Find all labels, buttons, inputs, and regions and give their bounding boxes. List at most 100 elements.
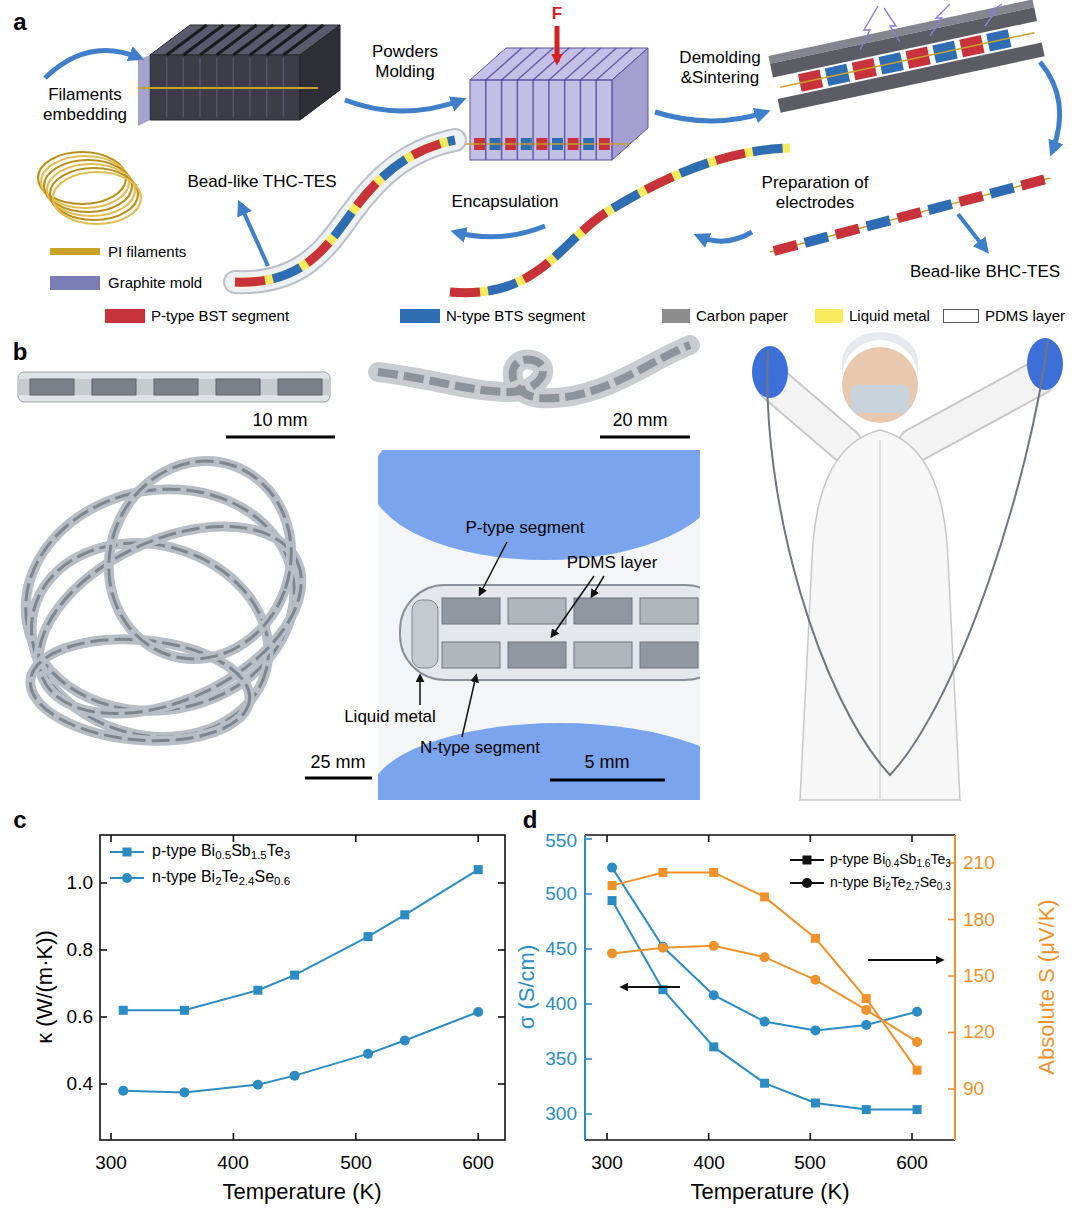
circle-marker <box>473 1007 483 1017</box>
coat-seam <box>879 440 881 800</box>
carbon-paper <box>770 7 1037 77</box>
circle-marker <box>760 1017 770 1027</box>
device-label: Bead-like BHC-TES <box>910 262 1060 282</box>
formula-part: n-type Bi <box>152 868 215 885</box>
mold-plate <box>595 80 597 160</box>
circle-marker <box>607 863 617 873</box>
process-arrow <box>868 959 942 961</box>
legend-swatch <box>50 248 100 255</box>
square-marker <box>658 868 667 877</box>
step-label: Powders Molding <box>365 42 445 81</box>
circle-marker <box>861 1020 871 1030</box>
scale-bar-label: 5 mm <box>585 752 630 773</box>
legend-text: n-type Bi2Te2.4Se0.6 <box>152 868 290 889</box>
pdms-tube <box>235 140 455 282</box>
formula-part: 0.6 <box>274 875 290 887</box>
scale-bar-label: 20 mm <box>612 410 667 431</box>
tick-mark <box>585 838 592 840</box>
formula-part: Sb <box>231 842 251 859</box>
axis-title: Absolute S (μV/K) <box>1034 899 1059 1074</box>
filament-coil <box>50 168 138 220</box>
tick-label: 500 <box>794 1152 826 1174</box>
thermoelectric-bead <box>1020 175 1046 191</box>
force-label: F <box>552 4 562 24</box>
glove <box>378 450 700 560</box>
circle-marker <box>810 975 820 985</box>
tick-label: 90 <box>963 1078 984 1100</box>
tick-label: 0.8 <box>67 939 93 961</box>
mold-plate <box>532 80 534 160</box>
circle-marker <box>607 948 617 958</box>
chart-c <box>100 835 505 1140</box>
axis-title: Temperature (K) <box>691 1179 850 1204</box>
circle-marker <box>122 873 132 883</box>
process-arrow <box>698 232 752 241</box>
lab-coat <box>800 430 960 800</box>
formula-part: Te <box>891 874 906 890</box>
thermoelectric-bead <box>927 199 953 215</box>
mold-plate <box>596 48 632 80</box>
formula-part: Te <box>930 851 945 867</box>
data-line <box>612 872 917 1070</box>
step-label: Encapsulation <box>452 192 559 212</box>
plot-frame <box>100 835 505 1140</box>
pdms-tube <box>235 140 455 282</box>
plot-frame <box>585 1139 955 1141</box>
square-marker <box>253 986 262 995</box>
formula-part: 2 <box>215 875 221 887</box>
thermoelectric-segment <box>278 379 322 395</box>
circle-marker <box>802 878 812 888</box>
formula-part: Te <box>267 842 284 859</box>
callout-label: P-type segment <box>465 518 584 538</box>
tick-label: 300 <box>545 1103 577 1125</box>
closeup-photo <box>378 450 700 800</box>
thermoelectric-segment <box>30 379 74 395</box>
device-tube <box>18 372 330 402</box>
tick-label: 400 <box>545 993 577 1015</box>
process-arrow <box>45 50 140 78</box>
formula-part: 1.6 <box>916 858 930 869</box>
thermoelectric-bead <box>834 224 860 240</box>
mold-plate <box>517 80 519 160</box>
tick-mark <box>708 835 710 842</box>
arm <box>915 378 1038 445</box>
tick-label: 0.6 <box>67 1006 93 1028</box>
circle-marker <box>290 1071 300 1081</box>
process-arrow <box>655 112 766 121</box>
legend-swatch <box>662 309 690 323</box>
formula-part: 0.5 <box>215 849 231 861</box>
tick-mark <box>477 1133 479 1140</box>
coiled-device-core <box>9 488 330 751</box>
formula-part: p-type Bi <box>152 842 215 859</box>
tick-mark <box>477 835 479 842</box>
circle-marker <box>810 1025 820 1035</box>
mold-slot <box>283 25 323 55</box>
formula-part: 2 <box>885 881 891 892</box>
legend-swatch <box>105 309 145 323</box>
square-marker <box>913 1066 922 1075</box>
tick-label: 150 <box>963 965 995 987</box>
formula-part: 3 <box>284 849 290 861</box>
tick-mark <box>585 1058 592 1060</box>
thermoelectric-segment <box>154 379 198 395</box>
thermoelectric-segment <box>216 379 260 395</box>
tick-label: 210 <box>963 852 995 874</box>
formula-part: Se <box>920 874 937 890</box>
formula-part: Se <box>254 868 274 885</box>
thermoelectric-bead <box>989 183 1015 199</box>
scale-bar-label: 25 mm <box>310 752 365 773</box>
mold-slot <box>217 25 257 55</box>
square-marker <box>709 1042 718 1051</box>
n-type-strand <box>235 140 455 282</box>
process-arrow <box>419 676 421 705</box>
legend-text: Carbon paper <box>696 307 788 324</box>
device-core <box>18 379 330 395</box>
coiled-device <box>26 631 254 750</box>
liquid-metal-strand <box>235 140 455 282</box>
coiled-device <box>81 435 319 685</box>
tick-label: 300 <box>591 1152 623 1174</box>
panel-letter: d <box>523 806 538 834</box>
tick-mark <box>810 835 812 842</box>
liquid-metal-strand <box>450 148 790 293</box>
